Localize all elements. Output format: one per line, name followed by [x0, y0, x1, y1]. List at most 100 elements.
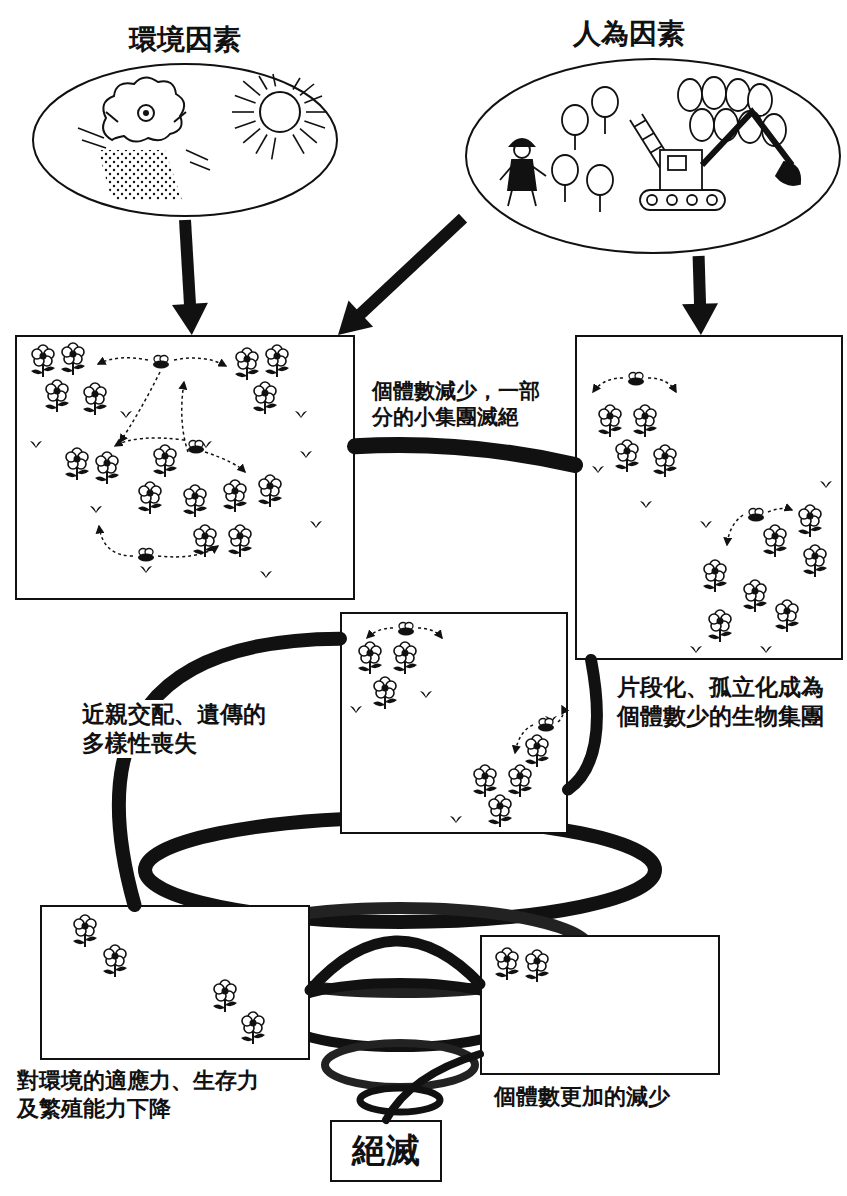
pollinator	[628, 373, 644, 386]
seedling-mark	[30, 411, 832, 823]
pollinator	[138, 549, 154, 562]
vortex-band	[310, 941, 480, 990]
development-picture	[776, 162, 800, 185]
development-picture	[564, 184, 566, 202]
vortex-band	[355, 445, 575, 465]
flower-group	[743, 580, 767, 612]
factor-heading: 環境因素	[30, 22, 340, 58]
development-picture	[562, 105, 588, 135]
cause-arrow	[338, 218, 463, 335]
flight-path	[115, 438, 185, 446]
seedling-mark	[450, 816, 462, 823]
seedling-mark	[690, 646, 702, 653]
development-picture	[634, 120, 646, 127]
development-picture	[587, 165, 613, 195]
cause-arrow	[682, 256, 718, 335]
flight-path	[768, 508, 792, 512]
box-ground	[480, 935, 720, 1075]
oval-outline	[466, 59, 840, 253]
cause-arrow	[185, 220, 190, 306]
flower-group	[241, 1012, 265, 1044]
seedling-mark	[295, 411, 307, 418]
seedling-mark	[300, 451, 312, 458]
flower-group	[473, 765, 497, 797]
flower-group	[525, 735, 549, 767]
flower-group	[73, 915, 97, 947]
box-ground	[15, 335, 355, 600]
flower-group	[193, 525, 217, 557]
population-box	[15, 335, 355, 600]
flower-group	[45, 380, 69, 412]
box-ground	[340, 612, 568, 834]
flower-group	[253, 382, 277, 414]
flower-group	[525, 950, 549, 982]
box-ground	[40, 905, 310, 1060]
flower-group	[213, 980, 237, 1012]
development-picture	[630, 120, 660, 168]
flower-group	[798, 505, 822, 537]
development-picture	[660, 150, 702, 190]
factor-oval: 環境因素	[30, 12, 340, 220]
weather-picture	[232, 111, 254, 113]
flower-group	[31, 345, 55, 377]
population-box: 對環境的適應力、生存力 及繁殖能力下降	[40, 905, 310, 1060]
flight-path	[182, 382, 188, 452]
cause-arrow	[172, 220, 208, 335]
weather-picture	[260, 92, 300, 132]
seedling-mark	[420, 691, 432, 698]
seedling-mark	[700, 521, 712, 528]
cause-arrow	[359, 218, 463, 315]
flower-group	[228, 525, 252, 557]
development-picture	[690, 109, 714, 141]
vortex-band	[568, 660, 597, 790]
seedling-mark	[140, 566, 152, 573]
pollinator	[538, 719, 554, 732]
seedling-mark	[820, 481, 832, 488]
flower-group	[358, 642, 382, 674]
population-box: 近親交配、遺傳的 多樣性喪失	[340, 612, 568, 834]
weather-picture	[78, 74, 326, 200]
seedling-mark	[90, 506, 102, 513]
flower-group	[633, 405, 657, 437]
flower-group	[615, 440, 639, 472]
development-picture	[678, 79, 702, 111]
weather-picture	[300, 129, 317, 143]
flight-path	[158, 546, 218, 557]
seedling-mark	[592, 466, 604, 473]
flower-group	[83, 383, 107, 415]
development-picture	[510, 139, 534, 146]
extinction-text: 絕滅	[352, 1132, 420, 1169]
development-picture	[508, 160, 536, 190]
vortex-band	[310, 941, 480, 990]
flower-group	[653, 445, 677, 477]
development-picture	[642, 133, 654, 140]
flower-group	[373, 677, 397, 709]
weather-picture	[243, 129, 260, 143]
flight-path	[418, 628, 442, 638]
flower-group	[95, 452, 119, 484]
weather-picture	[235, 121, 256, 128]
weather-picture	[243, 81, 260, 95]
factor-heading: 人為因素	[439, 16, 819, 52]
development-picture	[552, 155, 578, 185]
flower-group	[103, 945, 127, 977]
flight-path	[648, 378, 676, 392]
box-ground	[330, 1120, 442, 1182]
pollinator	[188, 441, 204, 454]
weather-picture	[293, 135, 304, 154]
arrow-head	[682, 303, 718, 335]
flight-path	[174, 358, 226, 366]
flight-path	[593, 378, 623, 392]
cause-arrow	[699, 256, 700, 306]
development-picture	[707, 195, 717, 205]
weather-picture	[98, 150, 182, 200]
development-picture	[667, 195, 677, 205]
edge-label: 個體數減少，一部 分的小集團滅絕	[370, 378, 555, 431]
flower-group	[703, 560, 727, 592]
seedling-mark	[310, 521, 322, 528]
oval-outline	[33, 64, 337, 216]
box-ground	[575, 335, 843, 660]
vortex-band	[355, 445, 575, 465]
flight-path	[98, 358, 148, 364]
pollinator	[153, 356, 169, 369]
